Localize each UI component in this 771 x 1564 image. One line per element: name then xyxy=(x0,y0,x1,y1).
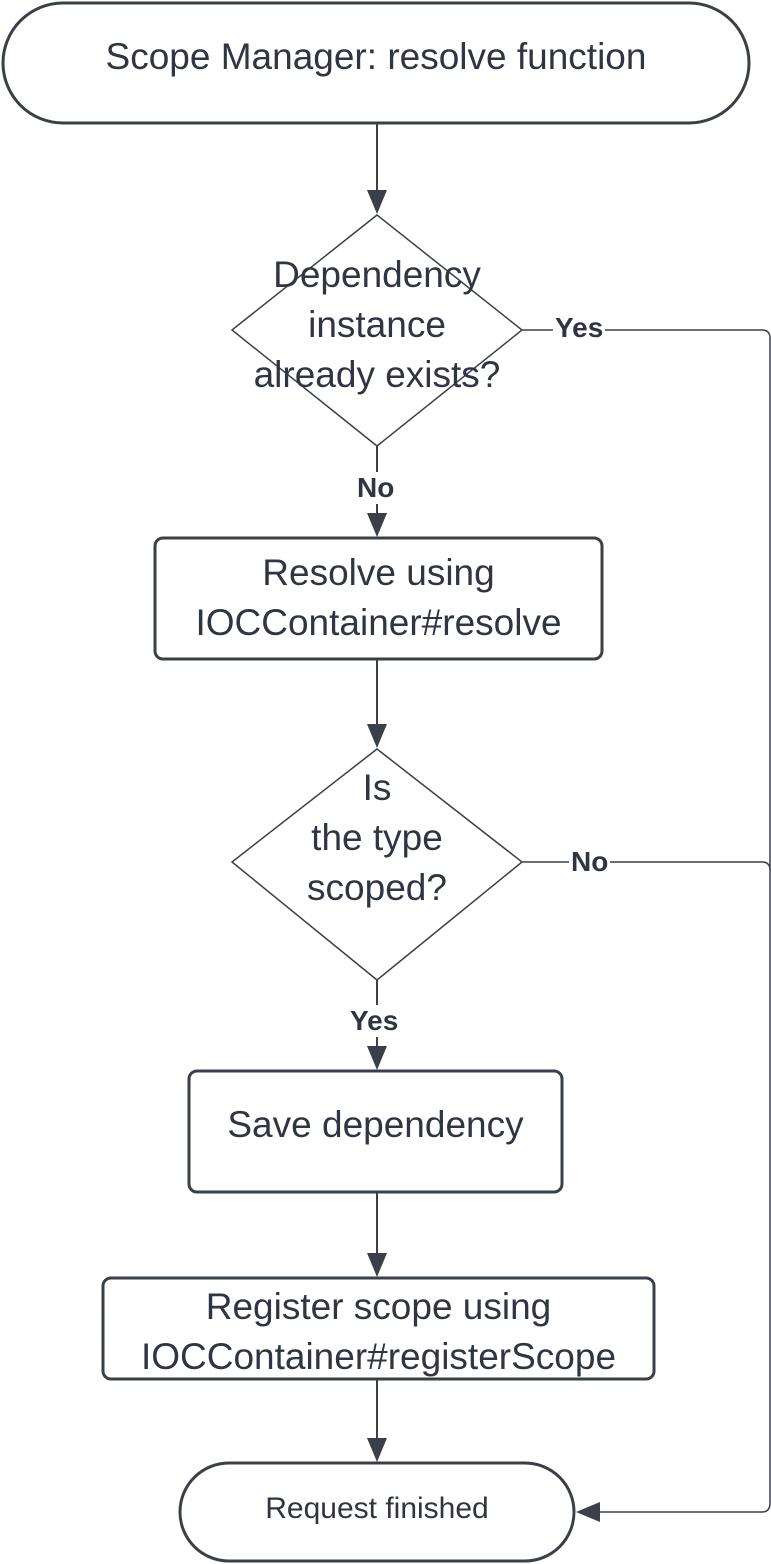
arrowhead-into-end xyxy=(576,1502,600,1522)
edge-scoped-no-to-right xyxy=(522,861,771,871)
save-step-shape xyxy=(187,1069,564,1194)
edge-exists-yes-to-end xyxy=(522,329,771,1513)
edge-label-scoped-yes: Yes xyxy=(348,1005,401,1037)
start-label: Scope Manager: resolve function xyxy=(105,36,647,77)
arrowhead-register-to-end xyxy=(367,1438,387,1462)
arrowhead-start-to-exists xyxy=(367,190,387,214)
edge-label-exists-no: No xyxy=(355,472,397,504)
arrowhead-save-to-register xyxy=(367,1253,387,1277)
resolve-step-shape xyxy=(153,536,604,661)
edge-label-scoped-no: No xyxy=(569,846,611,878)
arrowhead-resolve-to-scoped xyxy=(367,724,387,748)
decision-exists-label: Dependency instance already exists? xyxy=(253,254,501,395)
arrowhead-scoped-to-save xyxy=(367,1046,387,1070)
resolve-step-label: Resolve using IOCContainer#resolve xyxy=(195,552,562,643)
arrowhead-exists-to-resolve xyxy=(367,513,387,537)
save-step-label: Save dependency xyxy=(227,1104,524,1145)
end-label: Request finished xyxy=(265,1492,489,1525)
end-terminator-shape xyxy=(178,1461,576,1563)
register-step-label: Register scope using IOCContainer#regist… xyxy=(140,1286,617,1377)
decision-scoped-label: Is the type scoped? xyxy=(307,767,447,908)
register-step-shape xyxy=(101,1276,656,1381)
edge-label-exists-yes: Yes xyxy=(553,312,606,344)
